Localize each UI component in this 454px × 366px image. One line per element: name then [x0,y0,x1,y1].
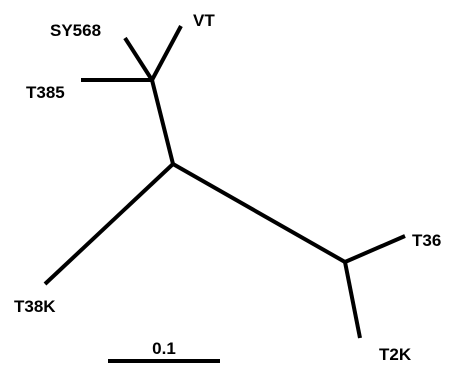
branch-upper-internal [150,79,175,165]
branch-t36 [344,234,406,264]
leaf-label-vt: VT [193,11,215,30]
scale-bar-label: 0.1 [152,339,176,358]
leaf-label-t36: T36 [412,231,441,250]
branch-central-internal [172,162,346,264]
leaf-label-t2k: T2K [379,345,412,364]
branch-t2k [343,261,362,339]
branch-t38k [43,162,175,286]
leaf-label-t385: T385 [26,83,65,102]
leaf-label-sy568: SY568 [50,21,101,40]
leaf-label-t38k: T38K [14,297,56,316]
branch-vt [150,25,183,81]
branch-sy568 [123,36,154,82]
